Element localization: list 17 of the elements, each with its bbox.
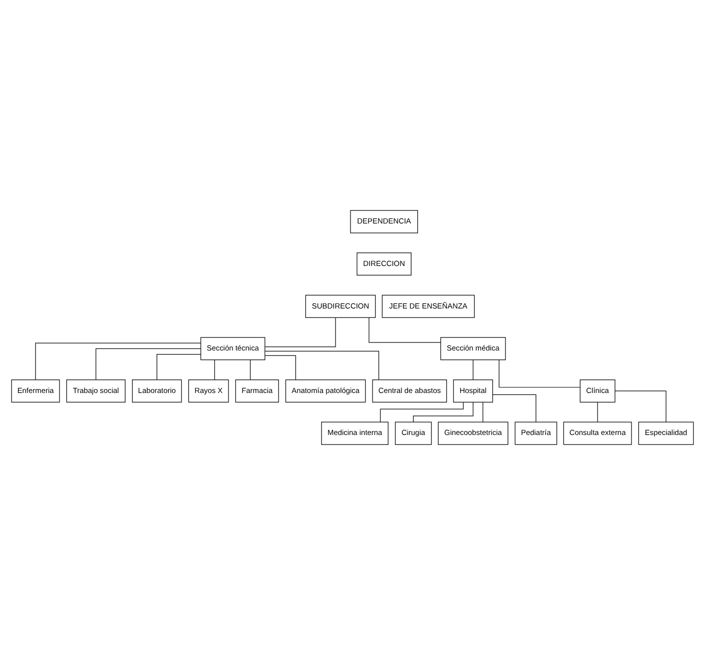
connector xyxy=(264,350,380,380)
connector xyxy=(368,317,442,343)
connector xyxy=(156,354,201,380)
connector xyxy=(264,317,336,348)
connector xyxy=(472,360,474,380)
connector xyxy=(264,355,296,380)
connector xyxy=(35,342,202,380)
connector xyxy=(492,394,536,422)
connector xyxy=(413,402,474,422)
connector xyxy=(498,360,580,388)
connector xyxy=(482,402,484,422)
connector xyxy=(214,360,215,380)
connector xyxy=(614,390,666,422)
connector xyxy=(96,348,202,380)
connector xyxy=(380,402,464,422)
connector xyxy=(597,402,598,422)
connector xyxy=(250,360,251,380)
